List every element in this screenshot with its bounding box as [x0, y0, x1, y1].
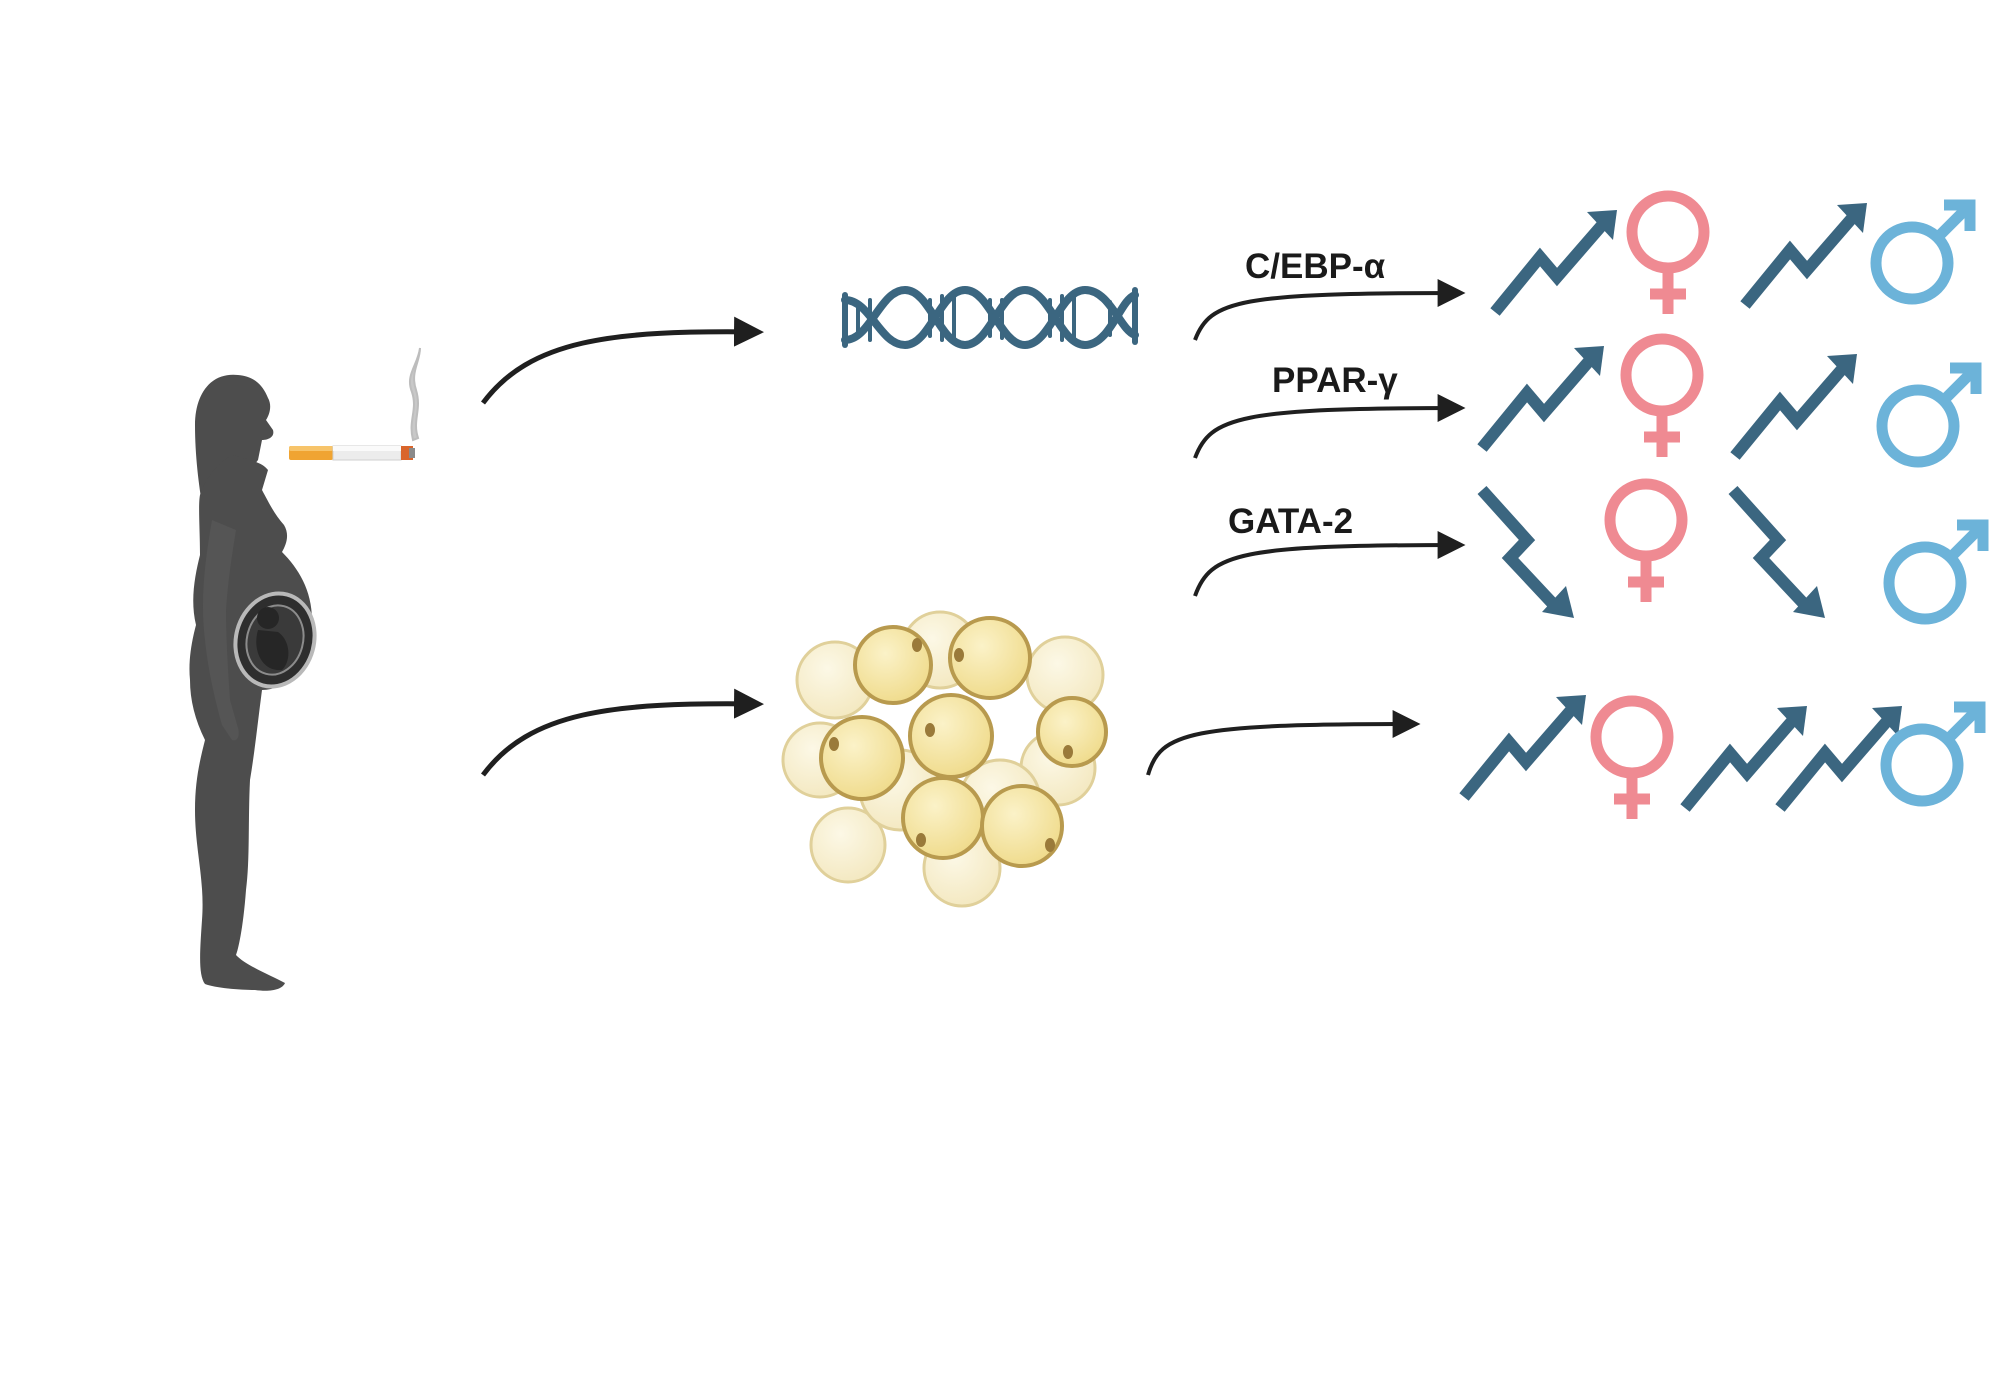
trend-down-icon: [1728, 485, 1825, 618]
fetus-in-womb-icon: [233, 591, 317, 689]
female-symbol-icon: [1604, 478, 1688, 602]
female-symbol-icon: [1590, 695, 1674, 819]
label-cebp-alpha: C/EBP-α: [1245, 247, 1386, 286]
label-gata-2: GATA-2: [1228, 502, 1353, 541]
arrow-cebp: [1193, 279, 1466, 341]
arrow-gata: [1193, 531, 1466, 597]
male-symbol-icon: [1876, 362, 1982, 468]
trend-up-icon: [1730, 354, 1857, 460]
trend-up-icon: [1490, 210, 1617, 316]
trend-up-icon: [1477, 346, 1604, 452]
label-ppar-gamma: PPAR-γ: [1272, 361, 1398, 400]
female-symbol-icon: [1626, 190, 1710, 314]
adipocyte-cluster-icon: [781, 610, 1108, 908]
trend-up-icon: [1680, 706, 1807, 812]
smoke-icon: [409, 347, 421, 442]
female-symbol-icon: [1620, 333, 1704, 457]
arrow-ppar: [1193, 394, 1466, 459]
arrow-to-adipocytes: [480, 688, 764, 777]
male-symbol-icon: [1870, 199, 1976, 305]
male-symbol-icon: [1883, 519, 1989, 625]
trend-down-icon: [1477, 485, 1574, 618]
male-symbol-icon: [1880, 701, 1986, 807]
trend-up-icon: [1459, 695, 1586, 801]
pregnant-woman-silhouette: [189, 374, 312, 991]
trend-up-icon: [1775, 706, 1902, 812]
arrow-adipocyte-outcome: [1146, 710, 1421, 776]
arrow-to-dna: [480, 316, 764, 405]
dna-helix-icon: [841, 285, 1139, 350]
trend-up-icon: [1740, 203, 1867, 309]
cigarette-icon: [289, 445, 415, 461]
